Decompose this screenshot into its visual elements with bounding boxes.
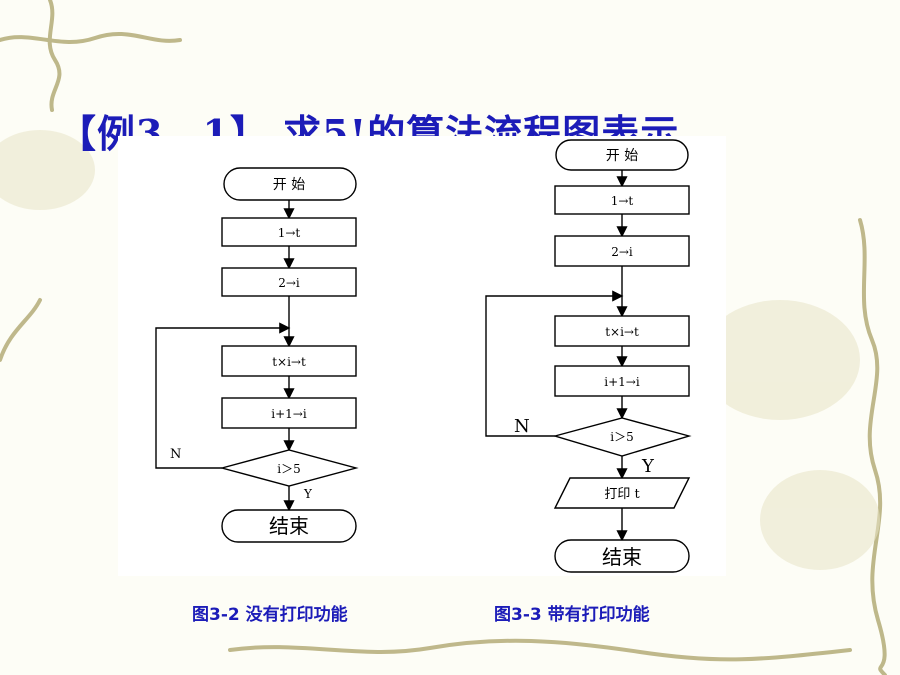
right-end-label: 结束 — [602, 545, 642, 569]
caption-right: 图3-3 带有打印功能 — [494, 605, 650, 625]
right-step3-label: t×i→t — [605, 325, 639, 339]
left-yes-label: Y — [303, 487, 313, 501]
right-output-label: 打印 t — [604, 487, 640, 502]
right-decision-label: i＞5 — [610, 430, 633, 444]
right-step2-label: 2→i — [611, 245, 633, 259]
left-step1-label: 1→t — [278, 226, 301, 240]
left-end-terminal — [221, 509, 357, 543]
flowcharts-svg: 开 始 1→t 2→i t×i→t i+1→i i＞5 N Y 结束 开 始 1… — [155, 139, 692, 573]
left-end-label: 结束 — [269, 514, 309, 538]
left-step2-label: 2→i — [278, 276, 300, 290]
left-start-label: 开 始 — [273, 177, 305, 193]
right-decision-diamond — [552, 417, 692, 457]
right-step1-box — [554, 185, 690, 215]
left-loop-arrow — [155, 322, 291, 469]
left-no-label: N — [170, 447, 181, 462]
right-step1-label: 1→t — [611, 194, 634, 208]
right-no-label: N — [514, 416, 530, 437]
right-end-terminal — [554, 539, 690, 573]
right-output-parallelogram — [553, 477, 691, 509]
flowchart-panel: 开 始 1→t 2→i t×i→t i+1→i i＞5 N Y 结束 开 始 1… — [118, 136, 726, 576]
right-yes-label: Y — [641, 456, 655, 477]
left-decision-diamond — [219, 449, 359, 487]
left-start-terminal — [223, 167, 357, 201]
left-decision-label: i＞5 — [277, 462, 300, 476]
right-loop-arrow — [485, 290, 624, 437]
left-step2-box — [221, 267, 357, 297]
left-step3-box — [221, 345, 357, 377]
left-step4-label: i+1→i — [271, 407, 307, 421]
right-step4-label: i+1→i — [604, 375, 640, 389]
left-step3-label: t×i→t — [272, 355, 306, 369]
caption-left: 图3-2 没有打印功能 — [192, 605, 348, 625]
left-step4-box — [221, 397, 357, 429]
right-start-label: 开 始 — [606, 148, 638, 164]
